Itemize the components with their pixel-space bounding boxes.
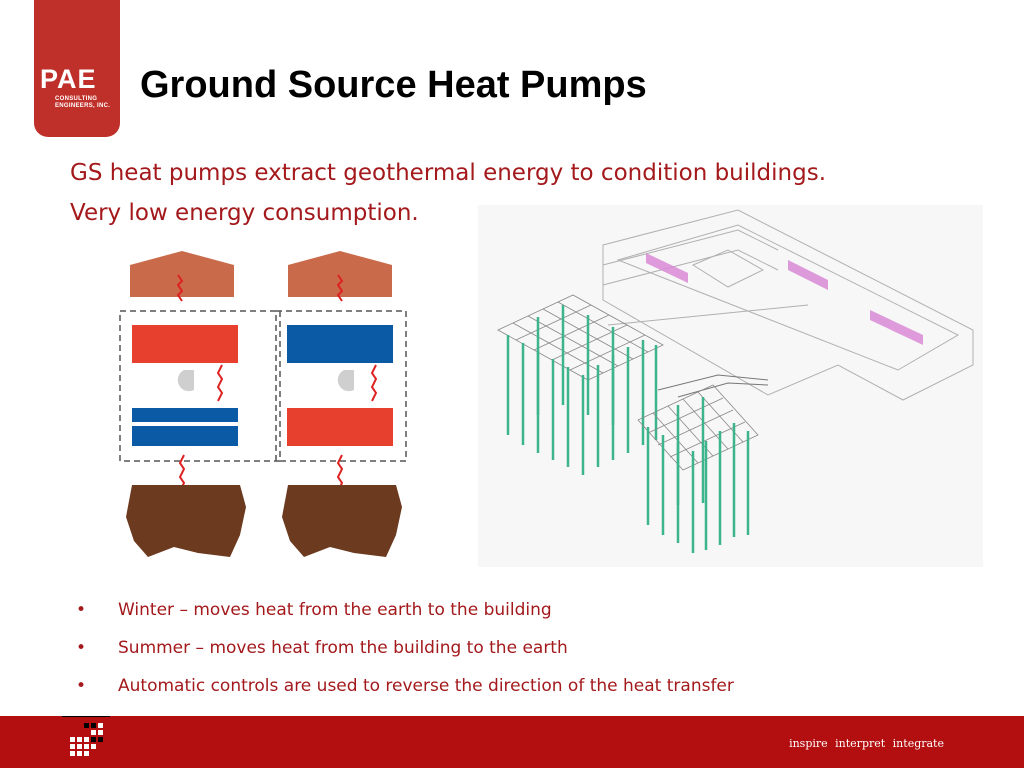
coil-white-band <box>132 422 238 426</box>
bullet-icon: • <box>76 676 87 696</box>
cold-coil <box>132 408 238 446</box>
lead-text-line2: Very low energy consumption. <box>70 200 419 226</box>
footer-tagline: inspire interpret integrate <box>789 737 944 750</box>
heat-exchange-arrow-icon <box>336 454 344 492</box>
building-model <box>602 209 974 401</box>
heat-exchange-arrow-icon <box>178 454 186 492</box>
summer-mode-column <box>275 251 407 557</box>
footer-bar <box>0 716 1024 768</box>
geothermal-well-field-diagram <box>478 205 983 567</box>
list-item: • Automatic controls are used to reverse … <box>74 674 734 712</box>
logo-subtitle-line1: CONSULTING <box>55 96 98 102</box>
geothermal-wells-secondary <box>646 397 750 553</box>
footer-logo-icon <box>70 723 103 756</box>
winter-mode-column <box>119 251 281 557</box>
bullet-icon: • <box>76 638 87 658</box>
hot-coil <box>132 325 238 363</box>
earth-icon <box>126 485 246 557</box>
building-roof-icon <box>288 251 392 297</box>
list-item: • Summer – moves heat from the building t… <box>74 636 734 674</box>
bullet-text: Automatic controls are used to reverse t… <box>118 676 734 696</box>
logo-subtitle-line2: ENGINEERS, INC. <box>55 103 111 109</box>
heat-pump-icon <box>177 370 194 392</box>
earth-icon <box>282 485 402 557</box>
logo-wordmark: PAE <box>40 64 97 94</box>
building-roof-icon <box>130 251 234 297</box>
unit-box <box>119 310 281 462</box>
heat-pump-mode-diagram <box>119 251 407 557</box>
cold-coil <box>287 325 393 363</box>
hot-coil <box>287 408 393 446</box>
pipe-header <box>657 374 769 398</box>
heat-exchange-arrow-icon <box>176 274 184 302</box>
heat-exchange-arrow-icon <box>370 364 378 402</box>
lead-text-line1: GS heat pumps extract geothermal energy … <box>70 160 827 186</box>
slide-title: Ground Source Heat Pumps <box>140 64 647 106</box>
heat-exchange-arrow-icon <box>216 364 224 402</box>
bullet-icon: • <box>76 600 87 620</box>
bullet-text: Summer – moves heat from the building to… <box>118 638 568 658</box>
heat-pump-icon <box>337 370 354 392</box>
geothermal-wells-main <box>506 305 658 475</box>
roof-equipment <box>646 253 923 345</box>
unit-box <box>275 310 407 462</box>
bullet-text: Winter – moves heat from the earth to th… <box>118 600 552 620</box>
well-grid-main <box>497 294 664 381</box>
list-item: • Winter – moves heat from the earth to t… <box>74 598 734 636</box>
logo-subtitle: CONSULTING ENGINEERS, INC. <box>55 96 110 110</box>
footer-divider <box>62 716 110 717</box>
heat-exchange-arrow-icon <box>336 274 344 302</box>
logo-tab <box>34 0 120 137</box>
bullet-list: • Winter – moves heat from the earth to t… <box>74 598 734 712</box>
